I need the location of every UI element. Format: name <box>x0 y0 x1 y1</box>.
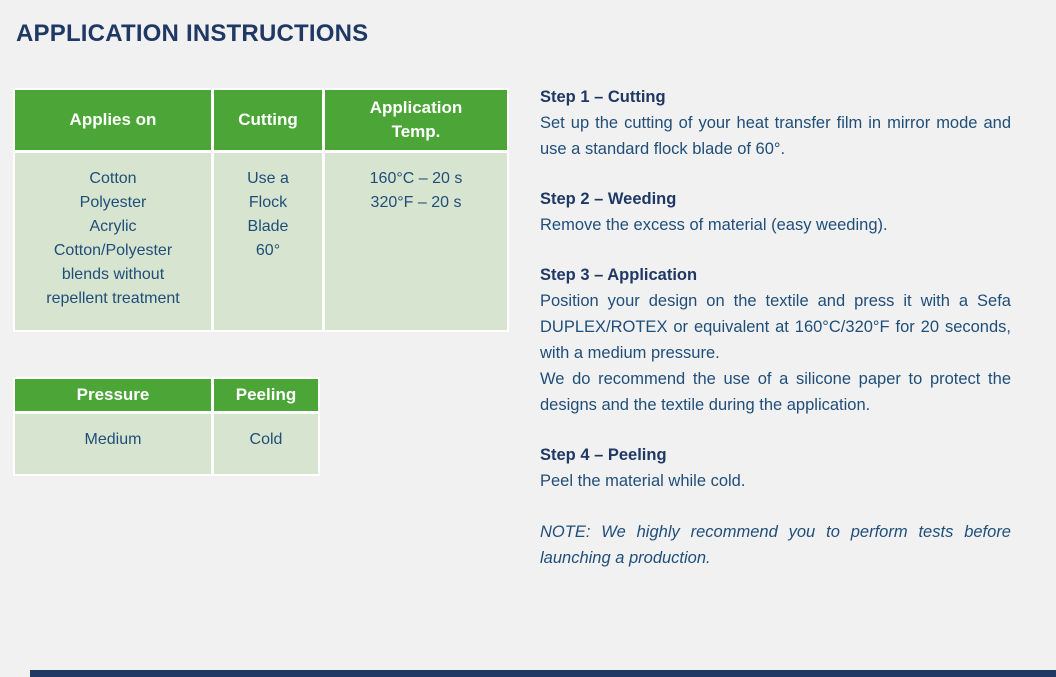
table1-header-application-temp: Application Temp. <box>325 90 507 150</box>
table1-header-cutting: Cutting <box>214 90 322 150</box>
step-1-paragraph: Set up the cutting of your heat transfer… <box>540 114 1011 158</box>
step-3-application: Step 3 – Application Position your desig… <box>540 262 1011 418</box>
step-1-heading: Step 1 – Cutting <box>540 88 666 106</box>
table1-header-application-temp-line2: Temp. <box>391 122 441 141</box>
step-3-paragraph-1: Position your design on the textile and … <box>540 292 1011 362</box>
application-temp-line: 320°F – 20 s <box>370 194 462 211</box>
table2-cell-peeling: Cold <box>214 414 318 474</box>
cutting-line: Blade <box>247 218 289 235</box>
step-2-weeding: Step 2 – Weeding Remove the excess of ma… <box>540 186 1011 238</box>
step-1-cutting: Step 1 – Cutting Set up the cutting of y… <box>540 84 1011 162</box>
note-text: NOTE: We highly recommend you to perform… <box>540 523 1011 567</box>
application-temp-line: 160°C – 20 s <box>369 170 463 187</box>
table1-cell-application-temp: 160°C – 20 s 320°F – 20 s <box>325 153 507 330</box>
page-title: APPLICATION INSTRUCTIONS <box>16 20 369 47</box>
applies-on-line: Cotton <box>89 170 137 187</box>
table2-header-pressure: Pressure <box>15 379 211 411</box>
instructions-column: Step 1 – Cutting Set up the cutting of y… <box>540 84 1011 571</box>
applies-on-line: Acrylic <box>89 218 137 235</box>
pressure-value: Medium <box>84 431 142 448</box>
footer-accent-bar <box>30 670 1056 677</box>
applies-on-line: Cotton/Polyester <box>53 242 173 259</box>
applies-on-line: blends without <box>61 266 165 283</box>
peeling-value: Cold <box>249 431 283 448</box>
table1-header-applies-on-label: Applies on <box>69 110 157 129</box>
step-2-paragraph: Remove the excess of material (easy weed… <box>540 216 888 234</box>
cutting-line: Use a <box>247 170 289 187</box>
pressure-peeling-table: Pressure Peeling Medium Cold <box>13 377 320 476</box>
step-4-peeling: Step 4 – Peeling Peel the material while… <box>540 442 1011 494</box>
cutting-line: 60° <box>255 242 281 259</box>
table1-header-cutting-label: Cutting <box>238 110 298 129</box>
application-conditions-table: Applies on Cutting Application Temp. Cot… <box>13 88 509 332</box>
step-4-heading: Step 4 – Peeling <box>540 446 667 464</box>
applies-on-line: repellent treatment <box>46 290 180 307</box>
table1-header-applies-on: Applies on <box>15 90 211 150</box>
table1-cell-cutting: Use a Flock Blade 60° <box>214 153 322 330</box>
table2-header-pressure-label: Pressure <box>76 385 150 404</box>
table2-header-peeling-label: Peeling <box>235 385 297 404</box>
cutting-line: Flock <box>248 194 288 211</box>
table2-cell-pressure: Medium <box>15 414 211 474</box>
table2-header-peeling: Peeling <box>214 379 318 411</box>
step-3-paragraph-2: We do recommend the use of a silicone pa… <box>540 370 1011 414</box>
table1-header-application-temp-line1: Application <box>369 98 463 117</box>
applies-on-line: Polyester <box>79 194 147 211</box>
step-3-heading: Step 3 – Application <box>540 266 698 284</box>
table1-cell-applies-on: Cotton Polyester Acrylic Cotton/Polyeste… <box>15 153 211 330</box>
step-2-heading: Step 2 – Weeding <box>540 190 677 208</box>
step-4-paragraph: Peel the material while cold. <box>540 472 746 490</box>
